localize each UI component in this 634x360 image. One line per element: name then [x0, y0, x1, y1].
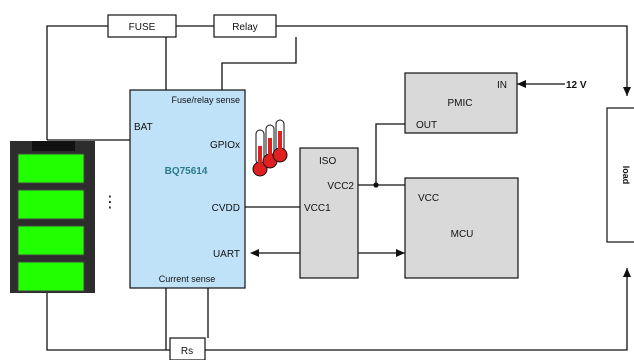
more-cells-ellipsis: ⋮ — [102, 194, 118, 211]
fuse-relay-sense-label: Fuse/relay sense — [171, 95, 240, 105]
thermometer-icon — [252, 119, 288, 177]
wire-pmic-out — [375, 123, 405, 185]
uart-pin-label: UART — [213, 249, 240, 260]
current-sense-label: Current sense — [159, 274, 216, 284]
battery-cell — [17, 225, 85, 256]
wire-relay-sense — [221, 37, 297, 90]
mcu-vcc-label: VCC — [418, 193, 439, 204]
relay-label: Relay — [232, 22, 258, 33]
wire-bottom-right — [205, 268, 631, 351]
vcc2-pin-label: VCC2 — [327, 181, 354, 192]
mcu-title: MCU — [451, 229, 474, 240]
fuse-box — [107, 14, 177, 38]
rs-resistor-box — [169, 337, 206, 360]
junction-dot — [373, 182, 379, 188]
pmic-out-label: OUT — [416, 120, 437, 131]
mcu-box — [404, 177, 519, 279]
battery-cell — [17, 189, 85, 220]
load-label: load — [621, 166, 631, 185]
wire-bottom-left — [46, 288, 170, 351]
bat-pin-label: BAT — [134, 122, 153, 133]
cvdd-pin-label: CVDD — [212, 203, 240, 214]
pmic-in-label: IN — [497, 80, 507, 91]
load-box — [606, 107, 634, 243]
pmic-title: PMIC — [448, 98, 473, 109]
battery-cell — [17, 153, 85, 184]
monitor-ic-box — [129, 89, 246, 289]
relay-box — [213, 14, 277, 38]
supply-voltage-label: 12 V — [566, 80, 587, 91]
gpio-pin-label: GPIOx — [210, 140, 240, 151]
iso-title: ISO — [319, 156, 336, 167]
battery-terminal — [32, 141, 75, 151]
wire-top-right — [276, 25, 631, 96]
wire-top-left — [46, 25, 108, 140]
rs-label: Rs — [181, 346, 193, 357]
wires — [46, 25, 631, 351]
fuse-label: FUSE — [129, 22, 156, 33]
vcc1-pin-label: VCC1 — [304, 203, 331, 214]
monitor-part-label: BQ75614 — [165, 166, 208, 177]
isolator-box — [299, 147, 359, 279]
pmic-box — [404, 72, 518, 134]
battery-pack — [10, 141, 95, 293]
battery-cell — [17, 261, 85, 292]
